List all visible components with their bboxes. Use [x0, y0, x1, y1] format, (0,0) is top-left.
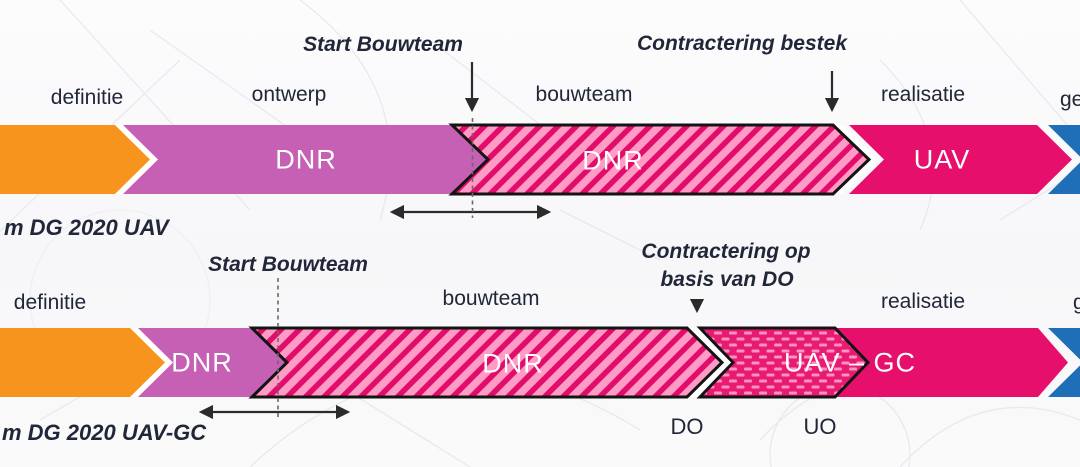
arrow-uo-dotted-uavgc [696, 326, 871, 399]
arrow-bouwteam-uav [448, 123, 872, 196]
arrow-realisatie-uav [849, 125, 1072, 194]
annotation-marks-uav [389, 62, 840, 220]
phase-label-bouwteam-uav: bouwteam [535, 83, 633, 106]
label-do: DO [670, 414, 704, 439]
arrow-bouwteam-uavgc [248, 326, 725, 399]
annotation-contractering-uav: Contractering bestek [636, 32, 848, 55]
contract-label-dnr-bouwteam-uavgc: DNR [482, 348, 544, 379]
annotation-contractering-line1-uavgc: Contractering op [641, 240, 811, 263]
annotation-start-bouwteam-uav: Start Bouwteam [303, 33, 463, 56]
caption-dg2020-uav-gc: m DG 2020 UAV-GC [2, 420, 207, 445]
phase-label-realisatie-uav: realisatie [880, 83, 966, 106]
arrow-ontwerp-uavgc [132, 328, 287, 397]
label-uo: UO [803, 414, 837, 439]
arrow-definitie-uavgc [0, 328, 165, 397]
phase-label-realisatie-uavgc: realisatie [880, 290, 966, 313]
arrow-gebruik-uav [1048, 125, 1080, 194]
annotation-marks-uavgc [198, 298, 705, 420]
annotation-contractering-line2-uavgc: basis van DO [660, 268, 794, 291]
arrow-gebruik-uavgc [1048, 328, 1080, 397]
contract-label-uav: UAV [913, 144, 971, 175]
contract-label-dnr-ontwerp-uavgc: DNR [171, 347, 233, 378]
caption-dg2020-uav: m DG 2020 UAV [4, 215, 169, 240]
timeline-uav [0, 62, 1080, 220]
phase-label-ontwerp-uav: ontwerp [251, 83, 327, 106]
phase-label-gebruik-uavgc: g [1073, 291, 1080, 314]
contract-label-dnr-bouwteam-uav: DNR [582, 145, 644, 176]
arrow-definitie-uav [0, 125, 150, 194]
phase-label-gebruik-uav: ge [1060, 88, 1080, 111]
timeline-uav-gc [0, 278, 1080, 420]
contract-label-dnr-ontwerp-uav: DNR [275, 144, 337, 175]
phase-label-definitie-uav: definitie [50, 86, 124, 109]
phase-label-definitie-uavgc: definitie [13, 291, 87, 314]
arrow-ontwerp-uav [120, 125, 488, 194]
phase-label-bouwteam-uavgc: bouwteam [442, 287, 540, 310]
contract-label-uav-gc: UAV – GC [783, 347, 917, 378]
annotation-start-bouwteam-uavgc: Start Bouwteam [208, 253, 368, 276]
